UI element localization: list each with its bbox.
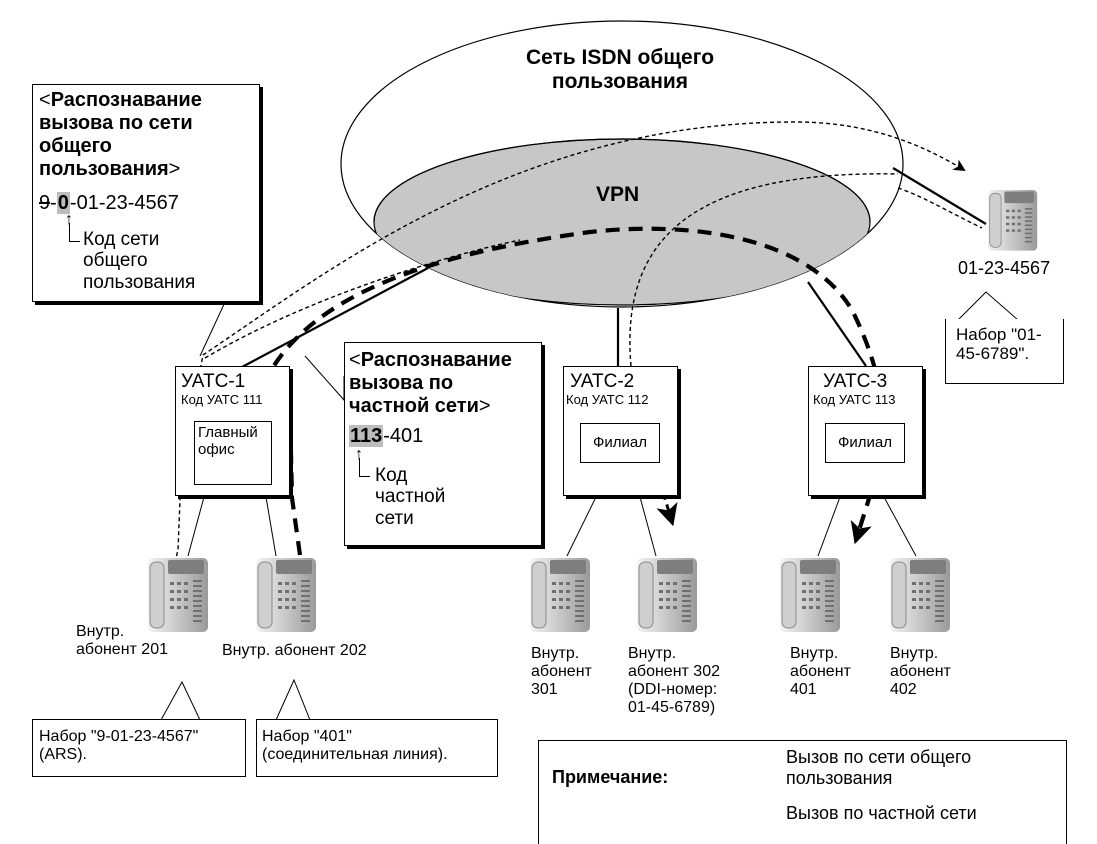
private-dial-string: 113-401 (349, 425, 424, 447)
pbx-2: УАТС-2 Код УАТС 112 Филиал (563, 366, 678, 496)
phone-202 (255, 557, 317, 633)
phone-302 (636, 557, 698, 633)
public-call-to-pbx1 (204, 239, 521, 359)
public-call-return-a (629, 173, 899, 367)
ext-201-label: Внутр.абонент 201 (76, 623, 168, 658)
public-call-return-b (897, 187, 983, 229)
remote-phone (987, 189, 1038, 252)
phone-301 (529, 557, 591, 633)
vpn-region (373, 138, 871, 306)
vpn-label: VPN (596, 183, 640, 206)
phone-402 (889, 557, 951, 633)
ars-dial-callout: Набор "9-01-23-4567"(ARS). (32, 719, 246, 777)
ext-202-label: Внутр. абонент 202 (222, 642, 367, 659)
callout-public-recognition: <Распознавание вызова по сети общего пол… (32, 84, 260, 302)
pbx-2-office: Филиал (580, 423, 660, 463)
legend-title: Примечание: (552, 767, 669, 787)
pbx-3: УАТС-3 Код УАТС 113 Филиал (808, 366, 923, 496)
ext-302-label: Внутр.абонент 302(DDI-номер:01-45-6789) (628, 645, 720, 716)
phone-201 (147, 557, 209, 633)
public-dial-string: 9-0-01-23-4567 (39, 192, 179, 214)
trunk-remote (892, 167, 987, 225)
private-call-path (259, 226, 882, 556)
callout-private-recognition: <Распознавание вызова по частной сети> 1… (344, 342, 542, 546)
tie-dial-callout: Набор "401"(соединительная линия). (256, 719, 498, 777)
remote-number: 01-23-4567 (958, 258, 1051, 278)
remote-dial-callout: Набор "01-45-6789". (945, 319, 1064, 384)
public-call-path (167, 121, 966, 591)
pbx-3-office: Филиал (825, 423, 905, 463)
phone-401 (779, 557, 841, 633)
legend-private: Вызов по частной сети (786, 803, 977, 823)
trunk-pbx3 (807, 281, 867, 367)
callout-public-pointer (199, 299, 254, 357)
trunk-pbx1 (241, 267, 429, 368)
